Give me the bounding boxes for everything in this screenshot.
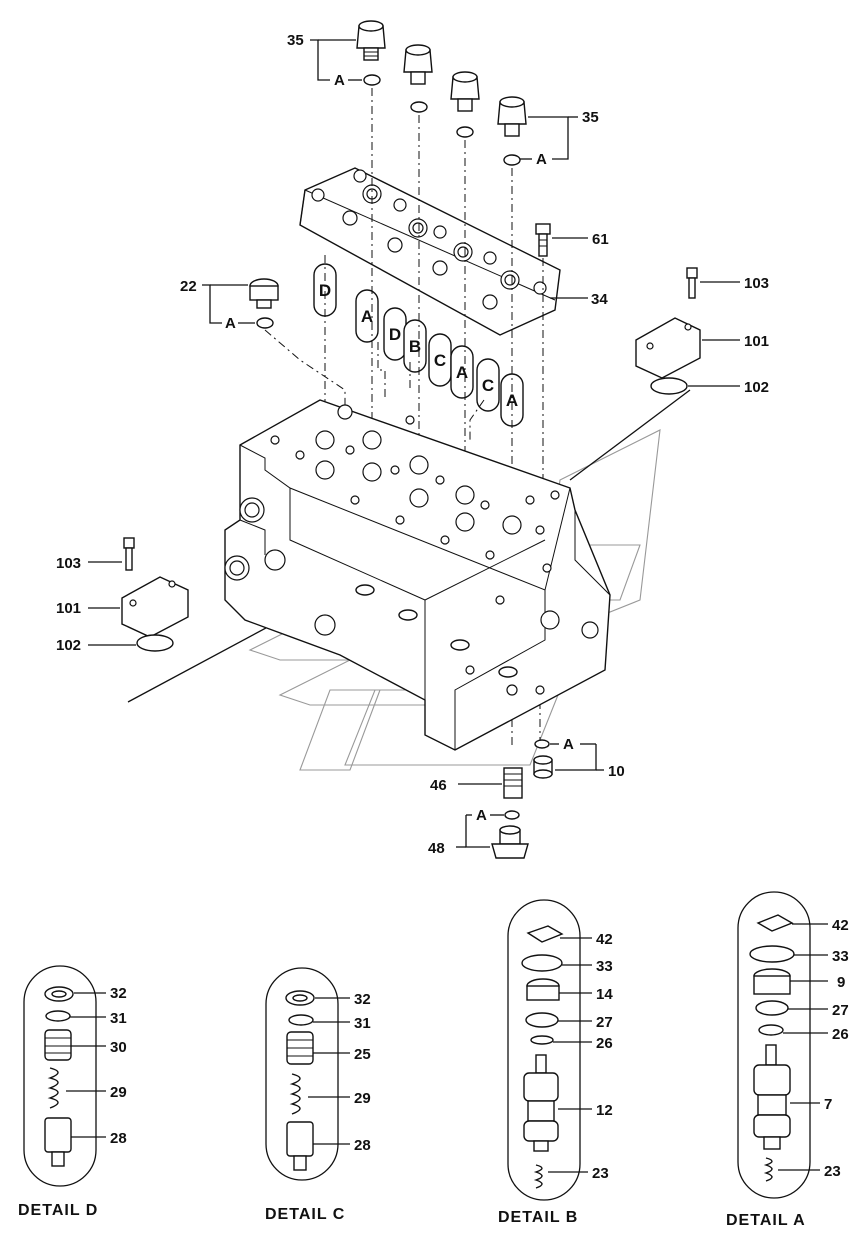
seal-tag: A — [563, 736, 574, 753]
detail-b-part: 12 — [596, 1102, 613, 1119]
spool-label-pills — [313, 263, 524, 427]
pill-label: A — [361, 307, 373, 326]
callout-22: 22 — [180, 278, 197, 295]
detail-b-part: 14 — [596, 986, 613, 1003]
seal-tag: A — [476, 807, 487, 824]
detail-b-part: 42 — [596, 931, 613, 948]
callout-101: 101 — [56, 600, 81, 617]
detail-a-part: 27 — [832, 1002, 849, 1019]
detail-d-part: 29 — [110, 1084, 127, 1101]
pill-label: D — [389, 325, 401, 344]
detail-d-part: 32 — [110, 985, 127, 1002]
detail-a-part: 23 — [824, 1163, 841, 1180]
control-valve-body — [224, 399, 611, 751]
callout-103: 103 — [56, 555, 81, 572]
detail-b-part: 23 — [592, 1165, 609, 1182]
detail-c-part: 25 — [354, 1046, 371, 1063]
callout-61: 61 — [592, 231, 609, 248]
detail-a-part: 42 — [832, 917, 849, 934]
detail-a: 42 33 9 27 26 7 23 DETAIL A — [726, 891, 849, 1229]
plug-22 — [249, 278, 279, 329]
detail-c-part: 31 — [354, 1015, 371, 1032]
detail-b-part: 33 — [596, 958, 613, 975]
detail-b-part: 26 — [596, 1035, 613, 1052]
seal-tag: A — [536, 151, 547, 168]
detail-a-part: 7 — [824, 1096, 832, 1113]
plug-3 — [450, 71, 480, 138]
plug-35-right — [497, 96, 527, 166]
detail-a-part: 33 — [832, 948, 849, 965]
callout-35: 35 — [582, 109, 599, 126]
detail-c-frame — [265, 967, 339, 1181]
detail-d-part: 30 — [110, 1039, 127, 1056]
pill-label: A — [456, 363, 468, 382]
plug-35-left — [356, 20, 386, 86]
detail-c-part: 28 — [354, 1137, 371, 1154]
detail-c-part: 29 — [354, 1090, 371, 1107]
detail-d-part: 31 — [110, 1010, 127, 1027]
detail-b-frame — [507, 899, 581, 1201]
callout-46: 46 — [430, 777, 447, 794]
pill-label: A — [506, 391, 518, 410]
detail-d: 32 31 30 29 28 DETAIL D — [18, 965, 127, 1219]
detail-b-part: 27 — [596, 1014, 613, 1031]
bolt-61 — [535, 223, 551, 257]
callout-48: 48 — [428, 840, 445, 857]
detail-d-frame — [23, 965, 97, 1187]
callout-labels: 35 35 61 34 22 103 101 102 103 101 102 1… — [56, 32, 769, 857]
callout-102: 102 — [56, 637, 81, 654]
pill-label: D — [319, 281, 331, 300]
callout-35: 35 — [287, 32, 304, 49]
detail-a-caption: DETAIL A — [726, 1212, 806, 1229]
detail-c-part: 32 — [354, 991, 371, 1008]
centre-lines — [127, 88, 691, 745]
callout-101: 101 — [744, 333, 769, 350]
callout-34: 34 — [591, 291, 608, 308]
spool-pill-labels: D A D B C A C A — [319, 281, 518, 410]
pill-label: C — [482, 376, 494, 395]
detail-a-frame — [737, 891, 811, 1199]
end-cover-left — [121, 537, 189, 652]
seal-tag: A — [334, 72, 345, 89]
detail-a-part: 26 — [832, 1026, 849, 1043]
detail-d-part: 28 — [110, 1130, 127, 1147]
callout-103: 103 — [744, 275, 769, 292]
callout-102: 102 — [744, 379, 769, 396]
plug-2 — [403, 44, 433, 113]
detail-c: 32 31 25 29 28 DETAIL C — [265, 967, 371, 1223]
detail-b-caption: DETAIL B — [498, 1209, 578, 1226]
detail-b: 42 33 14 27 26 12 23 DETAIL B — [498, 899, 613, 1226]
detail-c-caption: DETAIL C — [265, 1206, 345, 1223]
detail-d-caption: DETAIL D — [18, 1202, 98, 1219]
seal-tag: A — [225, 315, 236, 332]
detail-a-part: 9 — [837, 974, 845, 991]
bottom-parts — [491, 739, 553, 859]
pill-label: B — [409, 337, 421, 356]
pill-label: C — [434, 351, 446, 370]
cover-plate-34 — [299, 167, 561, 336]
callout-10: 10 — [608, 763, 625, 780]
end-cover-right — [635, 267, 701, 395]
seal-tag-labels: A A A A A — [225, 72, 574, 824]
